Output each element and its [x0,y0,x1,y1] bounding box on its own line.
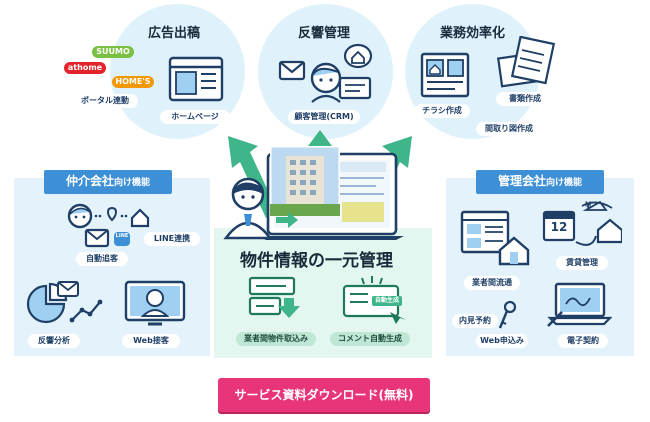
floorplan-label: 間取り図作成 [476,122,542,136]
auto-chase-icon [67,203,150,248]
building-photo [270,146,340,216]
import-label: 業者間物件取込み [236,332,316,346]
line-label: LINE連携 [144,232,200,246]
analysis-icon [26,281,103,324]
ad-title: 広告出稿 [148,26,201,41]
analysis-label: 反響分析 [28,334,80,348]
portal-label: ポータル連動 [72,94,138,108]
crm-icon [278,43,373,103]
auto-chase-label: 自動追客 [76,252,128,266]
flyer-icon [420,52,470,98]
agency-title-main: 仲介会社 [65,174,114,188]
e-contract-icon [547,282,612,327]
web-service-label: Web接客 [122,334,180,348]
download-materials-button[interactable]: サービス資料ダウンロード(無料) [218,378,430,412]
management-title-suffix: 向け機能 [546,178,583,188]
viewing-label: 内見予約 [452,314,498,328]
crm-label: 顧客管理(CRM) [288,110,360,124]
docs-label: 書類作成 [496,92,554,106]
center-title: 物件情報の一元管理 [240,251,393,271]
management-title-main: 管理会社 [497,174,546,188]
line-badge: LINE [115,233,129,239]
calendar-day: 12 [550,220,568,234]
agency-panel-title: 仲介会社向け機能 [44,170,172,194]
web-service-icon [124,280,186,326]
response-title: 反響管理 [298,26,351,41]
auto-generate-badge: 自動生成 [372,296,402,306]
homes-logo: HOME'S [112,76,154,88]
arrow-right-icon [276,212,298,228]
suumo-logo: SUUMO [92,46,134,58]
currency-mark: ¥ [585,201,592,211]
management-panel-title: 管理会社向け機能 [476,170,604,194]
e-contract-label: 電子契約 [558,334,608,348]
homepage-icon [168,56,224,102]
homepage-label: ホームページ [160,110,230,124]
comment-gen-icon [342,276,406,324]
documents-icon [496,36,556,88]
key-icon [498,300,517,329]
flyer-label: チラシ作成 [414,104,470,118]
import-icon [248,276,300,318]
web-apply-label: Web申込み [476,334,528,348]
efficiency-title: 業務効率化 [440,26,506,41]
rent-label: 賃貸管理 [556,256,608,270]
athome-logo: athome [64,62,106,74]
rent-icon [542,200,622,246]
agency-title-suffix: 向け機能 [114,178,151,188]
comment-label: コメント自動生成 [330,332,410,346]
b2b-icon [460,210,530,266]
person-icon [223,177,273,240]
b2b-label: 業者間流通 [464,276,520,290]
